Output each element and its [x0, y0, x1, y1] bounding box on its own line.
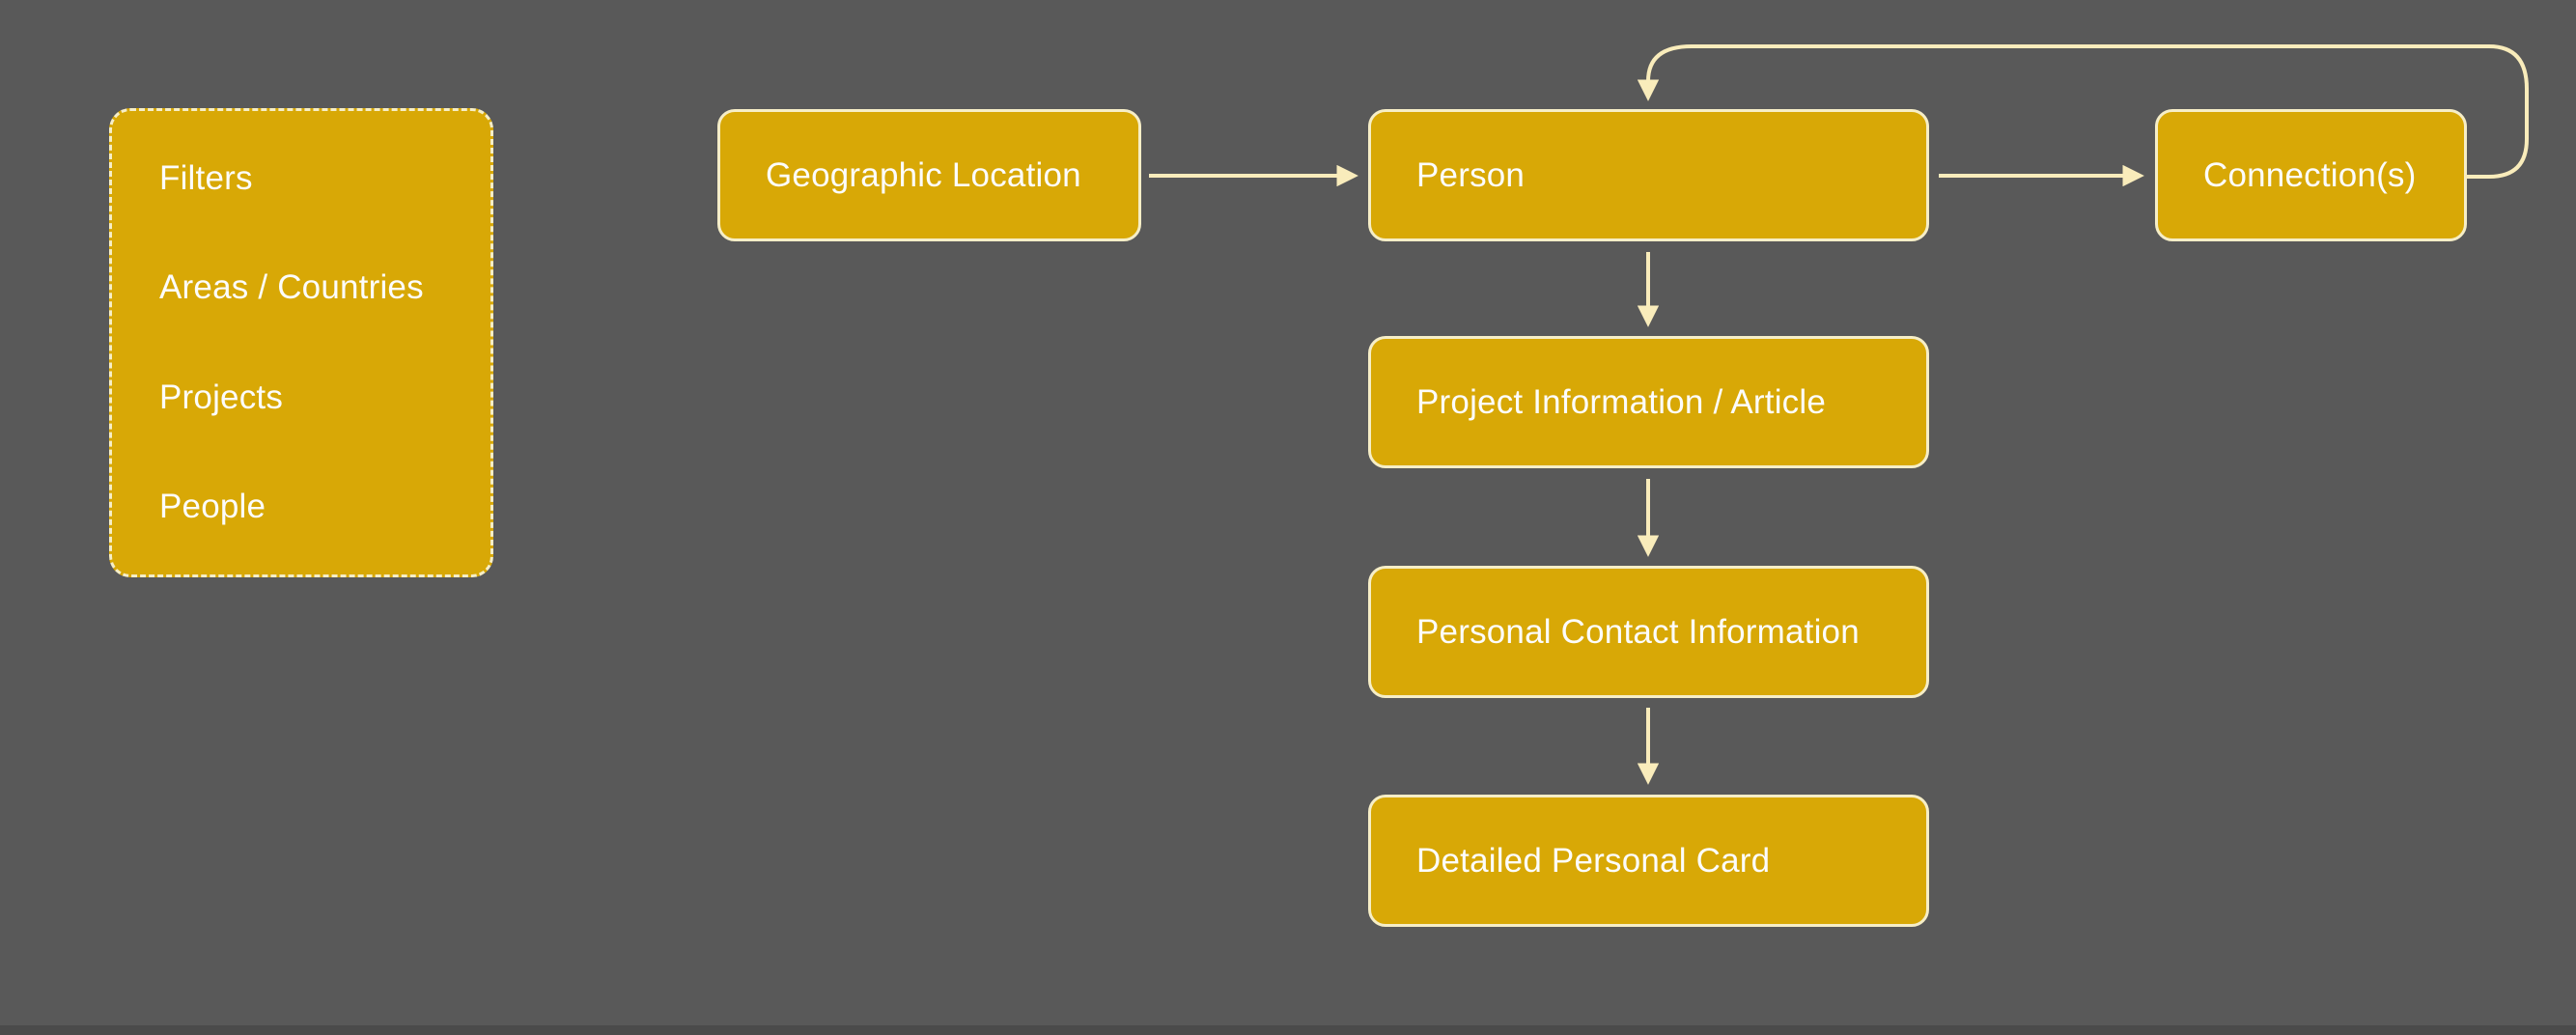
filters-panel: Filters Areas / Countries Projects Peopl…	[109, 108, 493, 577]
filter-item-projects: Projects	[159, 378, 284, 416]
node-detailed-personal-card: Detailed Personal Card	[1368, 795, 1929, 927]
node-person: Person	[1368, 109, 1929, 241]
filter-item-areas-countries: Areas / Countries	[159, 268, 424, 307]
node-label: Detailed Personal Card	[1416, 841, 1771, 880]
filter-item-filters: Filters	[159, 159, 253, 197]
node-label: Personal Contact Information	[1416, 612, 1860, 651]
filter-item-people: People	[159, 487, 266, 525]
node-geographic-location: Geographic Location	[717, 109, 1141, 241]
bottom-edge-strip	[0, 1025, 2576, 1035]
node-connections: Connection(s)	[2155, 109, 2467, 241]
node-project-information-article: Project Information / Article	[1368, 336, 1929, 468]
node-label: Person	[1416, 155, 1526, 194]
node-label: Project Information / Article	[1416, 382, 1827, 421]
node-personal-contact-information: Personal Contact Information	[1368, 566, 1929, 698]
node-label: Connection(s)	[2203, 155, 2417, 194]
node-label: Geographic Location	[766, 155, 1081, 194]
